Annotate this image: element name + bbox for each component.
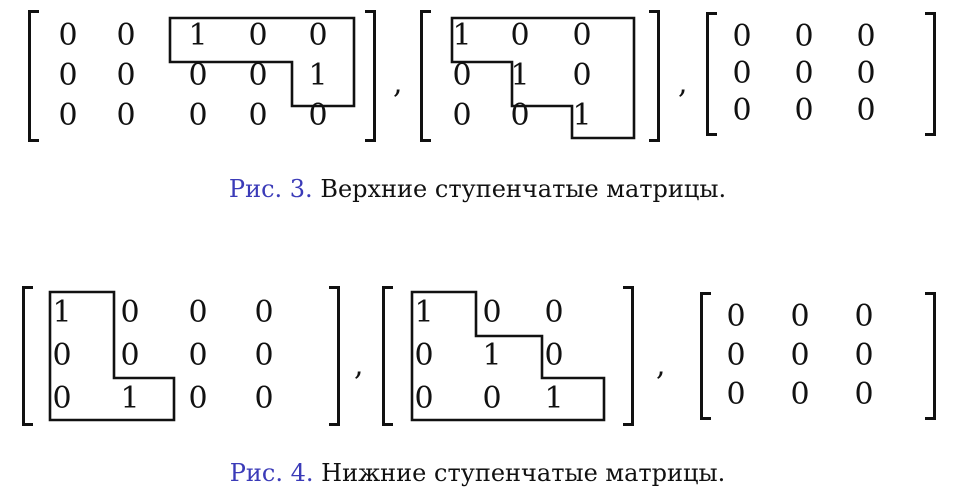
right-bracket [365, 10, 376, 142]
matrix-entry: 0 [794, 93, 814, 129]
matrix-entry: 0 [188, 58, 208, 93]
caption-text: Нижние ступенчатые матрицы. [321, 459, 726, 487]
matrix-entry: 0 [52, 338, 72, 373]
matrix-entry: 0 [254, 338, 274, 373]
matrix-entry: 0 [188, 380, 208, 416]
matrix-entry: 0 [794, 56, 814, 91]
matrix-entry: 0 [856, 18, 876, 54]
left-bracket [28, 10, 39, 142]
matrix-entry: 0 [254, 380, 274, 416]
matrix-entry: 0 [726, 376, 746, 412]
matrix-entry: 0 [732, 56, 752, 91]
matrix-entry: 0 [854, 376, 874, 412]
comma-separator: , [393, 66, 403, 101]
staircase-outline [450, 16, 636, 140]
comma-separator: , [656, 348, 666, 383]
matrix-entry: 1 [482, 338, 502, 373]
matrix-entry: 1 [308, 58, 328, 93]
matrix-entry: 0 [308, 98, 328, 133]
fig4-matrix-1: 1 0 0 0 0 0 0 0 0 1 0 0 [22, 286, 340, 426]
left-bracket [22, 286, 33, 426]
matrix-entry: 0 [254, 295, 274, 331]
fig4-matrix-2: 1 0 0 0 1 0 0 0 1 [382, 286, 634, 426]
matrix-entry: 0 [116, 58, 136, 93]
matrix-entry: 0 [116, 18, 136, 53]
matrix-entry: 1 [510, 58, 530, 93]
right-bracket [925, 292, 936, 420]
figure-caption: Рис. 3. Верхние ступенчатые матрицы. [0, 174, 955, 204]
matrix-entry: 1 [52, 295, 72, 331]
matrix-entry: 1 [544, 380, 564, 416]
matrix-entry: 0 [120, 338, 140, 373]
matrix-entry: 0 [510, 98, 530, 133]
matrix-entry: 0 [726, 338, 746, 373]
figure-label[interactable]: Рис. 4. [229, 459, 314, 487]
matrix-entry: 0 [482, 295, 502, 331]
staircase-outline [48, 290, 176, 422]
matrix-entry: 0 [52, 380, 72, 416]
right-bracket [329, 286, 340, 426]
left-bracket [382, 286, 393, 426]
matrix-entry: 1 [414, 295, 434, 331]
matrix-entry: 0 [58, 58, 78, 93]
matrix-entry: 0 [790, 338, 810, 373]
matrix-entry: 1 [572, 98, 592, 133]
matrix-entry: 0 [248, 98, 268, 133]
matrix-entry: 0 [188, 98, 208, 133]
matrix-entry: 0 [732, 18, 752, 54]
right-bracket [649, 10, 660, 142]
matrix-entry: 1 [452, 18, 472, 53]
matrix-entry: 0 [572, 58, 592, 93]
left-bracket [706, 12, 717, 136]
matrix-entry: 0 [58, 18, 78, 53]
matrix-entry: 0 [510, 18, 530, 53]
matrix-entry: 0 [414, 380, 434, 416]
matrix-entry: 0 [572, 18, 592, 53]
matrix-entry: 0 [188, 338, 208, 373]
matrix-entry: 0 [544, 338, 564, 373]
left-bracket [420, 10, 431, 142]
matrix-entry: 0 [58, 98, 78, 133]
fig3-matrix-1: 0 0 1 0 0 0 0 0 0 1 0 0 0 0 0 [28, 10, 376, 142]
matrix-entry: 0 [854, 338, 874, 373]
matrix-entry: 0 [544, 295, 564, 331]
matrix-entry: 0 [248, 18, 268, 53]
staircase-outline [410, 290, 606, 422]
comma-separator: , [354, 348, 364, 383]
caption-text: Верхние ступенчатые матрицы. [320, 175, 727, 203]
matrix-entry: 0 [116, 98, 136, 133]
matrix-entry: 0 [452, 58, 472, 93]
matrix-entry: 1 [120, 380, 140, 416]
right-bracket [925, 12, 936, 136]
right-bracket [623, 286, 634, 426]
matrix-entry: 0 [854, 299, 874, 335]
matrix-entry: 0 [120, 295, 140, 331]
fig3-matrix-2: 1 0 0 0 1 0 0 0 1 [420, 10, 660, 142]
matrix-entry: 0 [726, 299, 746, 335]
matrix-entry: 0 [414, 338, 434, 373]
matrix-entry: 0 [188, 295, 208, 331]
matrix-entry: 0 [452, 98, 472, 133]
left-bracket [700, 292, 711, 420]
figure-label[interactable]: Рис. 3. [228, 175, 313, 203]
matrix-entry: 0 [856, 56, 876, 91]
matrix-entry: 0 [732, 93, 752, 129]
matrix-entry: 0 [794, 18, 814, 54]
matrix-entry: 0 [856, 93, 876, 129]
matrix-entry: 0 [308, 18, 328, 53]
comma-separator: , [678, 66, 688, 101]
matrix-entry: 0 [790, 299, 810, 335]
staircase-outline [168, 16, 356, 108]
matrix-entry: 1 [188, 18, 208, 53]
matrix-entry: 0 [790, 376, 810, 412]
figure-caption: Рис. 4. Нижние ступенчатые матрицы. [0, 458, 955, 488]
matrix-entry: 0 [248, 58, 268, 93]
matrix-entry: 0 [482, 380, 502, 416]
